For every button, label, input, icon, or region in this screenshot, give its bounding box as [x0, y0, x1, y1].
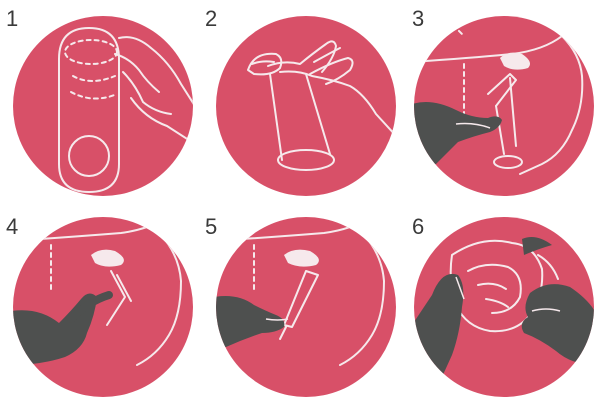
step-1-illustration — [11, 14, 195, 198]
step-6-illustration — [412, 215, 595, 399]
step-3-illustration — [412, 14, 595, 198]
step-4-illustration — [11, 215, 195, 399]
step-2-illustration — [214, 14, 398, 198]
step-5-illustration — [214, 215, 398, 399]
